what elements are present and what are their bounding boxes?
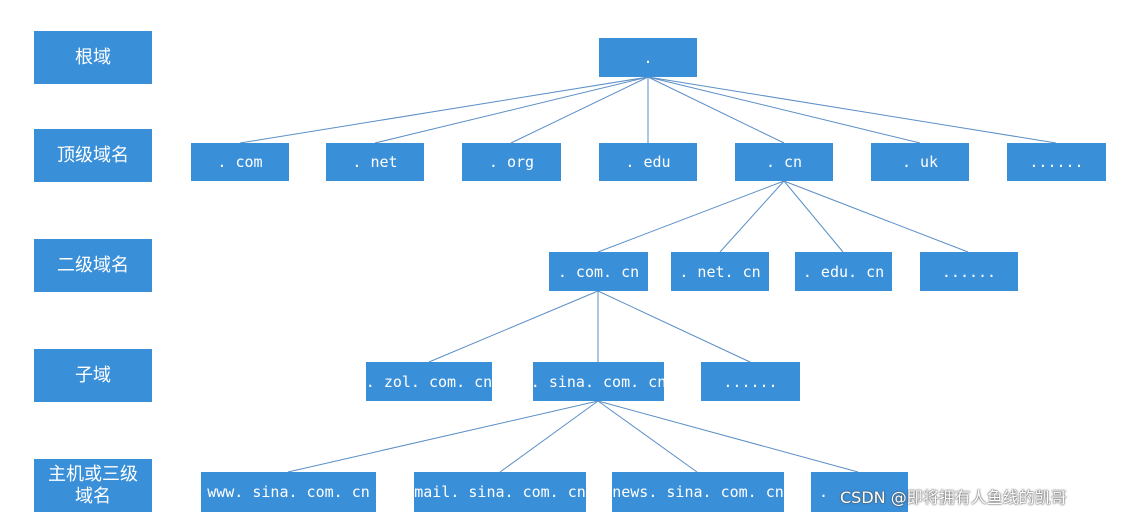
node-host-more: . (811, 472, 908, 512)
edge-sina-www (287, 400, 599, 473)
edge-root-net (374, 76, 649, 144)
edge-root-org (510, 76, 649, 144)
level-host-label: 主机或三级 域名 (34, 459, 152, 512)
watermark: CSDN @即将拥有人鱼线的凯哥 (840, 488, 1067, 507)
level-root-label: 根域 (34, 31, 152, 84)
edge-root-com (239, 76, 649, 144)
node-uk: . uk (871, 143, 969, 181)
node-edu-cn: . edu. cn (795, 252, 892, 291)
edge-comcn-more (597, 290, 751, 363)
edge-root-more (647, 76, 1057, 144)
edge-cn-more (783, 180, 969, 253)
level-tld-label: 顶级域名 (34, 129, 152, 182)
node-news: news. sina. com. cn (612, 472, 784, 512)
edge-sina-mail (499, 400, 599, 473)
edge-root-cn (647, 76, 785, 144)
edge-sina-more (597, 400, 859, 473)
edge-sina-news (597, 400, 698, 473)
level-sub-label: 子域 (34, 349, 152, 402)
node-net: . net (326, 143, 424, 181)
node-www: www. sina. com. cn (201, 472, 376, 512)
node-cn: . cn (735, 143, 833, 181)
edge-cn-netcn (719, 180, 785, 253)
edge-root-uk (647, 76, 921, 144)
node-edu: . edu (599, 143, 697, 181)
node-org: . org (462, 143, 561, 181)
node-net-cn: . net. cn (671, 252, 769, 291)
node-root: . (599, 38, 697, 77)
edge-comcn-zol (428, 290, 599, 363)
node-com-cn: . com. cn (549, 252, 648, 291)
node-second-more: ...... (920, 252, 1018, 291)
edge-cn-comcn (597, 180, 785, 253)
level-second-label: 二级域名 (34, 239, 152, 292)
node-mail: mail. sina. com. cn (414, 472, 586, 512)
node-sub-more: ...... (701, 362, 800, 401)
node-zol: . zol. com. cn (366, 362, 492, 401)
node-sina: . sina. com. cn (531, 362, 666, 401)
node-com: . com (191, 143, 289, 181)
edge-cn-educn (783, 180, 844, 253)
node-tld-more: ...... (1007, 143, 1106, 181)
